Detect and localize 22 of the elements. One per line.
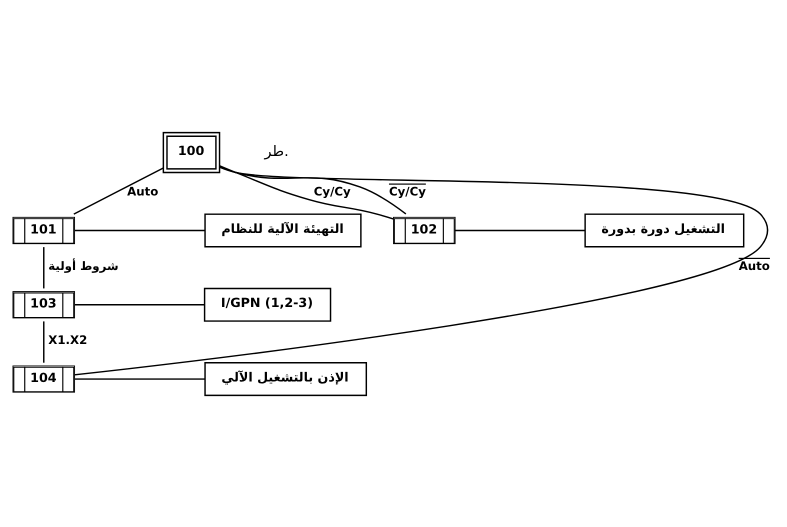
edge-label: X1.X2 (48, 332, 88, 347)
connector (455, 229, 585, 231)
connector (43, 320, 44, 362)
node-box: I/GPN (1,2-3) (204, 287, 332, 322)
connector (73, 166, 164, 214)
edge-label: شروط أولية (48, 258, 119, 272)
connector (74, 166, 768, 376)
connector (43, 246, 44, 288)
edge-label: Auto (738, 258, 770, 272)
label: طر. (264, 144, 289, 160)
edge-label: Cy/Cy (388, 184, 426, 198)
connector (74, 229, 205, 231)
connector (219, 164, 394, 220)
connector (74, 304, 204, 305)
connector (74, 378, 205, 380)
edge-label: Cy/Cy (314, 184, 351, 198)
connector (219, 166, 406, 214)
node-box: التشغيل دورة بدورة (584, 212, 744, 247)
node-box: التهيئة الآلية للنظام (204, 212, 362, 247)
node-box: الإذن بالتشغيل الآلي (204, 362, 368, 396)
edge-label: Auto (127, 184, 158, 198)
node-box: 100 (162, 131, 220, 173)
